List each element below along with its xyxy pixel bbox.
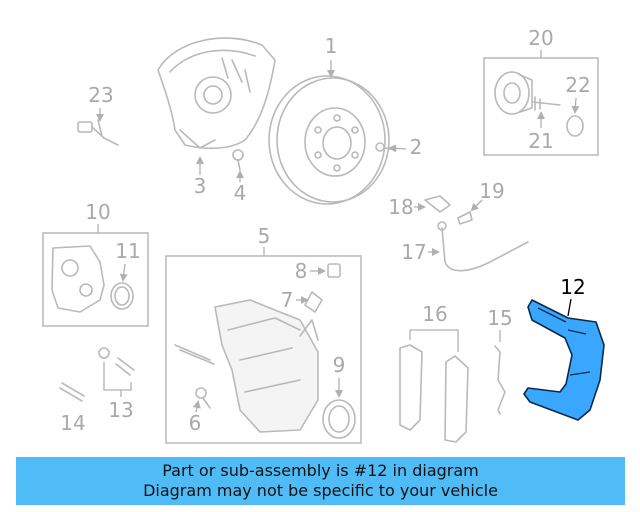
bleeder-part-8 (327, 263, 341, 278)
pin-part-14 (59, 382, 85, 402)
svg-text:22: 22 (565, 73, 590, 97)
callout-17[interactable]: 17 (401, 240, 440, 264)
spring-part-15 (494, 345, 506, 415)
svg-text:3: 3 (194, 174, 207, 198)
svg-text:1: 1 (325, 34, 338, 58)
guide-pin-part-7 (304, 291, 323, 313)
motor-assembly-box (42, 232, 149, 327)
callout-22[interactable]: 22 (565, 73, 591, 114)
piston-seal-part-9 (322, 399, 356, 439)
bushing-part-13 (98, 347, 135, 376)
svg-text:12: 12 (560, 275, 585, 299)
callout-4[interactable]: 4 (234, 170, 247, 205)
callout-18[interactable]: 18 (388, 195, 426, 219)
callout-20[interactable]: 20 (528, 26, 554, 58)
screw-part-4 (232, 149, 244, 171)
callout-5[interactable]: 5 (258, 224, 271, 256)
svg-text:9: 9 (333, 353, 346, 377)
svg-text:10: 10 (85, 200, 110, 224)
svg-text:21: 21 (528, 129, 553, 153)
callout-12[interactable]: 12 (560, 275, 586, 317)
callout-1[interactable]: 1 (325, 34, 338, 78)
callout-7[interactable]: 7 (281, 288, 309, 312)
svg-text:7: 7 (281, 288, 294, 312)
svg-text:6: 6 (189, 411, 202, 435)
clip-part-19 (457, 211, 473, 225)
svg-text:19: 19 (479, 179, 504, 203)
callout-11[interactable]: 11 (115, 239, 141, 282)
hub-cap-part-22 (566, 115, 584, 137)
svg-text:18: 18 (388, 195, 413, 219)
caliper-bracket-part-12 (523, 299, 605, 421)
wheel-hub-part-20 (494, 71, 533, 115)
callout-9[interactable]: 9 (333, 353, 346, 398)
callout-19[interactable]: 19 (470, 179, 505, 212)
callout-16[interactable]: 16 (409, 302, 459, 352)
screw-part-2 (375, 142, 397, 152)
svg-text:20: 20 (528, 26, 553, 50)
svg-text:13: 13 (108, 398, 133, 422)
svg-text:4: 4 (234, 181, 247, 205)
callout-15[interactable]: 15 (487, 306, 513, 342)
caliper-part-5 (174, 299, 319, 433)
callout-23[interactable]: 23 (88, 83, 114, 122)
parts-diagram: 1 2 3 4 5 6 7 8 9 10 11 12 (42, 26, 605, 444)
svg-text:23: 23 (88, 83, 113, 107)
seal-ring-part-11 (110, 282, 134, 310)
callout-21[interactable]: 21 (528, 111, 554, 153)
brake-hose-part-17 (437, 221, 529, 272)
callout-3[interactable]: 3 (194, 156, 207, 198)
bolt-part-6 (195, 387, 211, 409)
brake-pads-part-16 (399, 344, 469, 443)
callout-2[interactable]: 2 (388, 135, 423, 159)
banner-line-2: Diagram may not be specific to your vehi… (143, 481, 498, 500)
callout-8[interactable]: 8 (295, 259, 326, 283)
callout-14[interactable]: 14 (60, 411, 85, 435)
svg-text:2: 2 (410, 135, 423, 159)
brake-disc-part-1 (268, 75, 390, 205)
svg-text:15: 15 (487, 306, 512, 330)
svg-text:14: 14 (60, 411, 85, 435)
svg-text:17: 17 (401, 240, 426, 264)
svg-text:8: 8 (295, 259, 308, 283)
banner-line-1: Part or sub-assembly is #12 in diagram (162, 461, 479, 480)
bracket-part-18 (424, 195, 451, 213)
svg-text:16: 16 (422, 302, 447, 326)
dust-shield-part-3 (157, 37, 276, 150)
svg-text:11: 11 (115, 239, 140, 263)
svg-text:5: 5 (258, 224, 271, 248)
abs-sensor-part-23 (77, 119, 119, 146)
info-banner: Part or sub-assembly is #12 in diagram D… (16, 457, 625, 505)
caliper-motor-part-10 (51, 245, 105, 313)
callout-13[interactable]: 13 (103, 362, 134, 422)
callout-10[interactable]: 10 (85, 200, 111, 233)
hub-bolt-part-21 (532, 96, 561, 111)
callout-6[interactable]: 6 (189, 400, 202, 435)
